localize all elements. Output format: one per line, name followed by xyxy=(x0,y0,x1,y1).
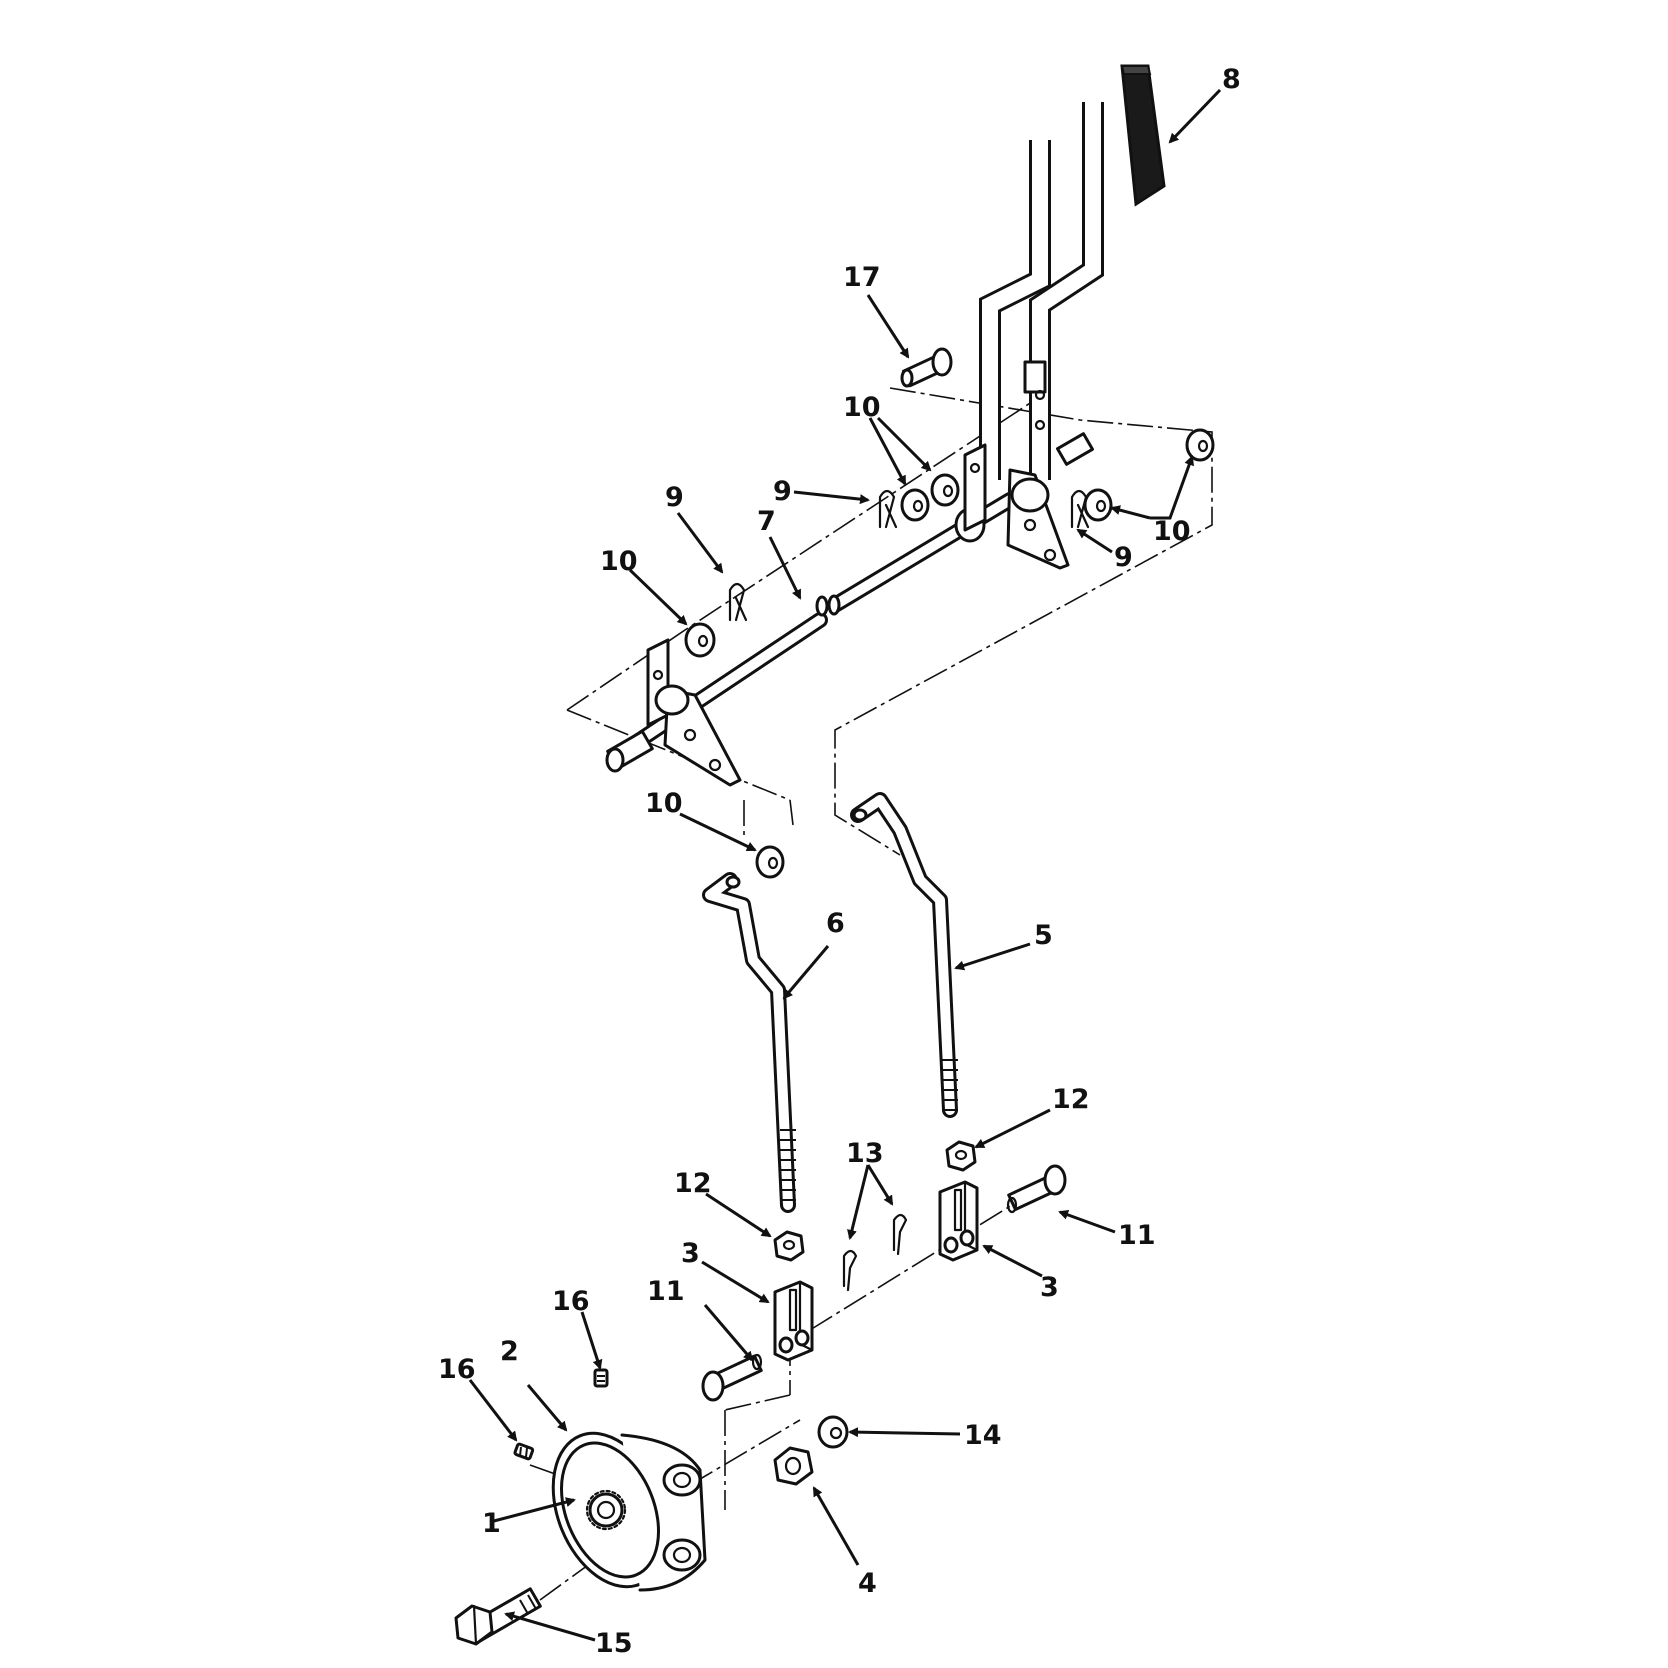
hex-nut xyxy=(773,1446,814,1486)
callout-16: 16 xyxy=(438,1354,476,1385)
cotter-pins xyxy=(842,1213,908,1292)
callout-17: 17 xyxy=(843,262,881,293)
lower-washer xyxy=(817,1415,849,1449)
callout-13: 13 xyxy=(846,1138,884,1169)
callout-5: 5 xyxy=(1034,920,1053,951)
callout-8: 8 xyxy=(1222,64,1241,95)
callout-16: 16 xyxy=(552,1286,590,1317)
clevis-pins-lower xyxy=(701,1164,1067,1402)
callout-7: 7 xyxy=(757,506,776,537)
bellcrank xyxy=(551,1431,707,1592)
washers xyxy=(684,428,1215,879)
callout-numbers: 8 17 10 9 9 7 10 9 10 10 6 5 12 13 12 3 … xyxy=(438,64,1241,1659)
callout-1: 1 xyxy=(482,1508,501,1539)
callout-3: 3 xyxy=(681,1238,700,1269)
clevis-pin-right xyxy=(1006,1164,1067,1214)
bolt xyxy=(454,1587,542,1646)
callout-10: 10 xyxy=(600,546,638,577)
callout-12: 12 xyxy=(674,1168,712,1199)
set-screws xyxy=(513,1368,609,1461)
callout-2: 2 xyxy=(500,1336,519,1367)
left-mounting-bracket xyxy=(646,638,742,787)
jam-nuts xyxy=(773,1140,977,1262)
callout-9: 9 xyxy=(1114,542,1133,573)
hub xyxy=(585,1489,627,1531)
link-rod-left xyxy=(702,872,796,1213)
callout-10: 10 xyxy=(843,392,881,423)
callout-12: 12 xyxy=(1052,1084,1090,1115)
callout-15: 15 xyxy=(595,1628,633,1659)
clevis-pin-left xyxy=(701,1353,763,1402)
yoke-left xyxy=(773,1280,814,1362)
link-rod-right xyxy=(850,792,958,1118)
callout-11: 11 xyxy=(647,1276,685,1307)
leader-arrows xyxy=(468,88,1222,1642)
right-mounting-bracket xyxy=(963,432,1094,570)
callout-4: 4 xyxy=(858,1568,877,1599)
callout-6: 6 xyxy=(826,908,845,939)
yokes xyxy=(773,1180,979,1362)
callout-14: 14 xyxy=(964,1420,1002,1451)
callout-10: 10 xyxy=(645,788,683,819)
callout-9: 9 xyxy=(773,476,792,507)
callout-3: 3 xyxy=(1040,1272,1059,1303)
callout-9: 9 xyxy=(665,482,684,513)
clevis-pin-upper xyxy=(900,347,953,388)
hair-pins xyxy=(728,489,1090,622)
yoke-right xyxy=(938,1180,979,1262)
pedal-levers xyxy=(979,102,1104,480)
pedal-pad xyxy=(1120,64,1166,207)
thread-left xyxy=(780,1129,796,1201)
callout-10: 10 xyxy=(1153,516,1191,547)
thread-right xyxy=(942,1059,958,1111)
callout-11: 11 xyxy=(1118,1220,1156,1251)
